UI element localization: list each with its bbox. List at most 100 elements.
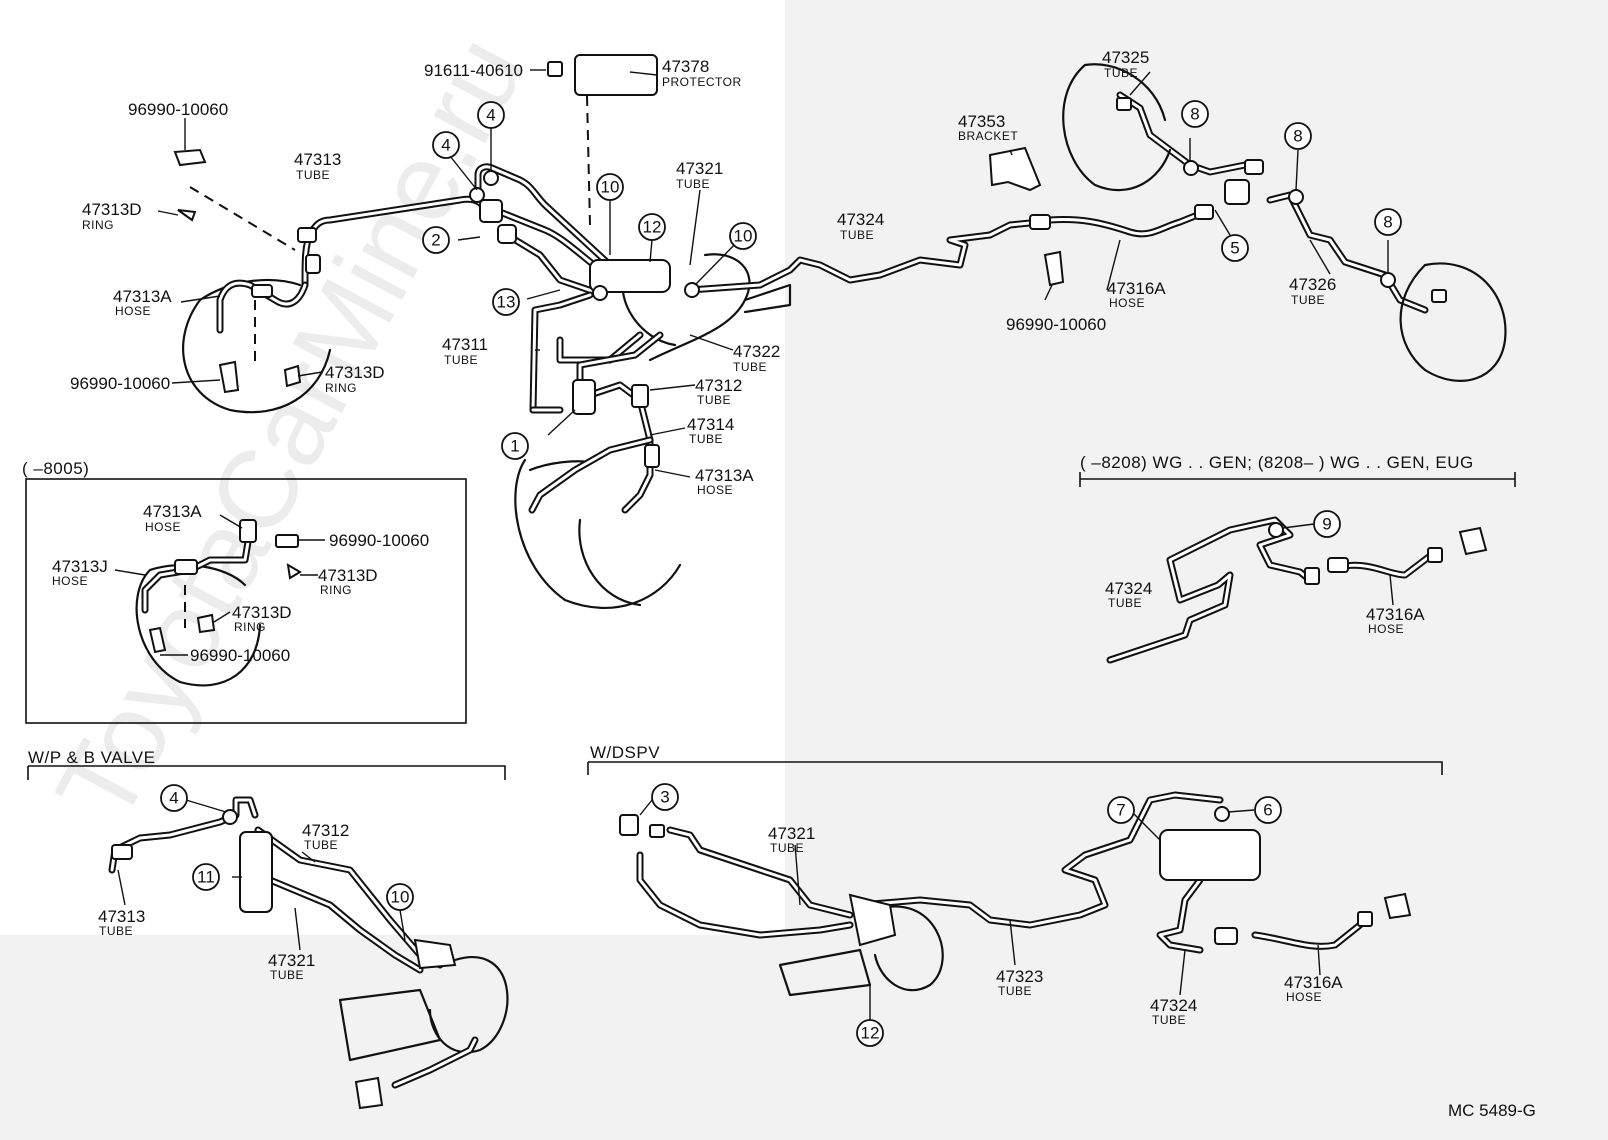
part-number: 47313D [325, 363, 385, 382]
svg-text:5: 5 [1230, 239, 1239, 258]
part-number: 47313D [82, 200, 142, 219]
callout-4: 4 [160, 784, 188, 812]
callout-12: 12 [638, 213, 666, 241]
wg-variant: ( –8208) WG . . GEN; (8208– ) WG . . GEN… [1079, 453, 1516, 664]
part-number: 47313D [318, 566, 378, 585]
svg-text:4: 4 [441, 136, 450, 155]
callout-8: 8 [1374, 208, 1402, 236]
part-number: 47313J [52, 557, 108, 576]
callout-11: 11 [192, 863, 220, 891]
svg-text:6: 6 [1263, 801, 1272, 820]
drawing-code: MC 5489-G [1448, 1101, 1536, 1120]
part-name: TUBE [689, 432, 723, 446]
part-number: 91611-40610 [424, 61, 523, 80]
callout-8: 8 [1181, 100, 1209, 128]
part-number: 47313D [232, 603, 292, 622]
part-name: TUBE [733, 360, 767, 374]
part-name: TUBE [1291, 293, 1325, 307]
watermark: ToyotaCarMine.ru [33, 17, 549, 841]
callout-9: 9 [1313, 510, 1341, 538]
part-number: 47316A [1107, 279, 1166, 298]
part-number: 47353 [958, 112, 1005, 131]
inset-8005: ( –8005) 47313A HOSE 96990-10060 47313J … [22, 459, 467, 724]
part-number: 47325 [1102, 48, 1149, 67]
part-number: 96990-10060 [329, 531, 429, 550]
part-number: 47322 [733, 342, 780, 361]
part-number: 47316A [1284, 973, 1343, 992]
svg-text:8: 8 [1383, 213, 1392, 232]
callout-6: 6 [1254, 796, 1282, 824]
part-name: TUBE [1108, 596, 1142, 610]
part-name: HOSE [52, 574, 88, 588]
callout-10: 10 [596, 173, 624, 201]
part-name: TUBE [296, 168, 330, 182]
part-number: 47378 [662, 57, 709, 76]
part-name: TUBE [304, 838, 338, 852]
svg-text:13: 13 [497, 293, 516, 312]
part-name: TUBE [697, 393, 731, 407]
part-name: HOSE [145, 520, 181, 534]
w-dspv-variant: W/DSPV 3 7 6 12 47321 TUBE [587, 743, 1443, 1047]
part-name: HOSE [115, 304, 151, 318]
svg-text:7: 7 [1116, 801, 1125, 820]
svg-text:12: 12 [643, 218, 662, 237]
part-number: 47324 [1150, 996, 1197, 1015]
part-number: 47312 [695, 376, 742, 395]
part-name: TUBE [270, 968, 304, 982]
part-name: PROTECTOR [662, 75, 742, 89]
part-name: HOSE [1109, 296, 1145, 310]
part-number: 47311 [442, 335, 488, 354]
callout-2: 2 [422, 226, 450, 254]
part-name: TUBE [444, 353, 478, 367]
part-name: TUBE [770, 841, 804, 855]
part-number: 47313A [695, 466, 754, 485]
main-labels: 91611-40610 47378 PROTECTOR 96990-10060 … [70, 48, 1336, 497]
callout-3: 3 [651, 783, 679, 811]
svg-text:12: 12 [861, 1024, 880, 1043]
callout-7: 7 [1107, 796, 1135, 824]
svg-text:8: 8 [1293, 127, 1302, 146]
main-callouts: 1 2 4 4 10 12 10 13 8 8 8 5 [422, 100, 1402, 460]
svg-text:1: 1 [510, 437, 519, 456]
part-number: 96990-10060 [190, 646, 290, 665]
part-name: TUBE [1104, 66, 1138, 80]
callout-4: 4 [432, 131, 460, 159]
callout-12: 12 [856, 1019, 884, 1047]
part-number: 47321 [676, 159, 723, 178]
svg-text:10: 10 [734, 227, 753, 246]
callout-8: 8 [1284, 122, 1312, 150]
part-name: TUBE [840, 228, 874, 242]
part-number: 96990-10060 [1006, 315, 1106, 334]
part-number: 47321 [768, 824, 815, 843]
wg-range-header: ( –8208) WG . . GEN; (8208– ) WG . . GEN… [1080, 453, 1474, 472]
part-name: RING [320, 583, 352, 597]
svg-text:3: 3 [660, 788, 669, 807]
part-number: 47324 [1105, 579, 1152, 598]
svg-text:4: 4 [169, 789, 178, 808]
part-name: HOSE [1368, 622, 1404, 636]
part-number: 47313 [98, 907, 145, 926]
svg-text:10: 10 [391, 888, 410, 907]
main-assembly [157, 54, 1507, 609]
inset-8005-header: ( –8005) [22, 459, 89, 478]
callout-5: 5 [1221, 234, 1249, 262]
part-number: 47326 [1289, 275, 1336, 294]
part-number: 47312 [302, 821, 349, 840]
part-number: 47321 [268, 951, 315, 970]
part-name: TUBE [99, 924, 133, 938]
part-name: RING [234, 620, 266, 634]
part-name: BRACKET [958, 129, 1018, 143]
svg-text:10: 10 [601, 178, 620, 197]
part-name: HOSE [1286, 990, 1322, 1004]
part-number: 96990-10060 [128, 100, 228, 119]
callout-10: 10 [386, 883, 414, 911]
part-name: TUBE [676, 177, 710, 191]
part-name: TUBE [1152, 1013, 1186, 1027]
part-name: HOSE [697, 483, 733, 497]
part-number: 47323 [996, 967, 1043, 986]
callout-10: 10 [729, 222, 757, 250]
part-name: RING [325, 381, 357, 395]
part-name: TUBE [998, 984, 1032, 998]
